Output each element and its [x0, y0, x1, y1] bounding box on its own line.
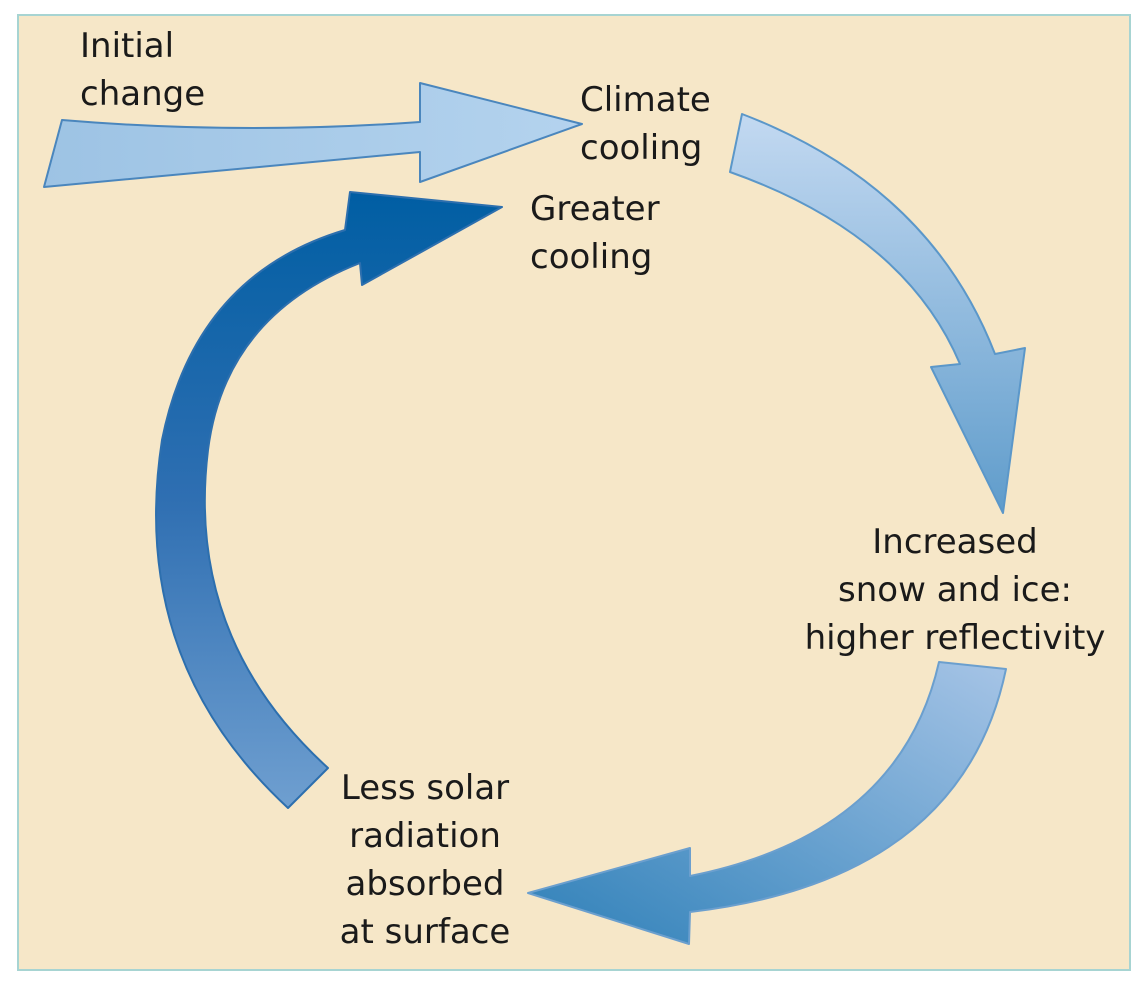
node-climate-cooling-line: cooling	[580, 128, 703, 168]
node-greater-cooling-line: Greater	[530, 189, 660, 229]
arrow-climate-cooling-to-increased-snow	[729, 113, 1026, 514]
node-climate-cooling-line: Climate	[580, 80, 711, 120]
node-increased-snow-line: snow and ice:	[838, 570, 1072, 610]
node-initial-change: Initial change	[80, 22, 205, 118]
node-greater-cooling-line: cooling	[530, 237, 653, 277]
arrow-less-solar-to-greater-cooling	[155, 191, 503, 809]
node-increased-snow: Increased snow and ice: higher reflectiv…	[790, 518, 1120, 662]
arrow-increased-snow-to-less-solar	[527, 661, 1007, 945]
node-initial-change-line: Initial	[80, 26, 175, 66]
node-increased-snow-line: Increased	[872, 522, 1038, 562]
arrow-initial-to-climate-cooling	[43, 82, 583, 188]
node-increased-snow-line: higher reflectivity	[804, 618, 1106, 658]
node-less-solar: Less solar radiation absorbed at surface	[318, 764, 532, 956]
node-greater-cooling: Greater cooling	[530, 185, 660, 281]
node-less-solar-line: radiation	[349, 816, 501, 856]
node-less-solar-line: Less solar	[340, 768, 510, 808]
node-less-solar-line: absorbed	[345, 864, 505, 904]
node-initial-change-line: change	[80, 74, 206, 114]
node-climate-cooling: Climate cooling	[580, 76, 711, 172]
node-less-solar-line: at surface	[339, 912, 511, 952]
